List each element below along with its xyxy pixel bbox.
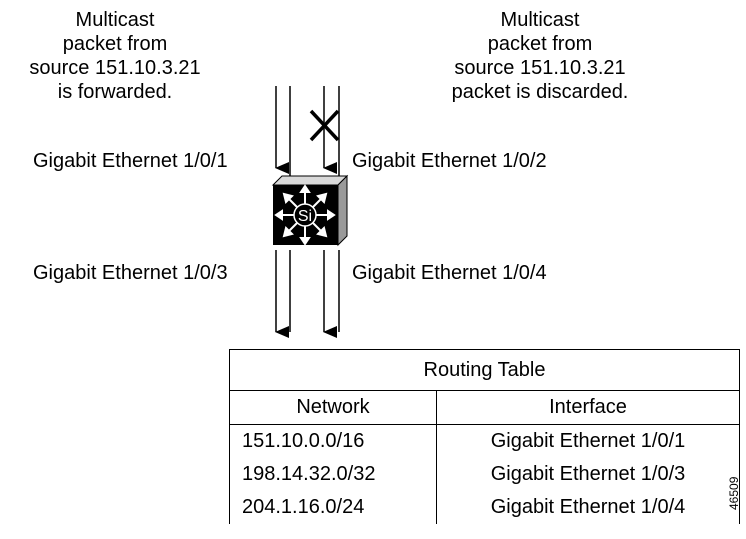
right-caption: Multicast packet from source 151.10.3.21… <box>420 8 660 104</box>
interface-cell: Gigabit Ethernet 1/0/1 <box>436 424 740 458</box>
port-label-1-0-1: Gigabit Ethernet 1/0/1 <box>33 150 228 172</box>
interface-cell: Gigabit Ethernet 1/0/3 <box>436 458 740 491</box>
network-cell: 198.14.32.0/32 <box>229 458 437 491</box>
left-caption-line: packet from <box>62 33 168 55</box>
right-caption-line: Multicast <box>500 9 580 31</box>
routing-table-title: Routing Table <box>229 349 740 391</box>
bottom-channel-lines <box>289 250 340 332</box>
table-row: 204.1.16.0/24 Gigabit Ethernet 1/0/4 <box>229 491 740 524</box>
port-label-1-0-3: Gigabit Ethernet 1/0/3 <box>33 262 228 284</box>
discard-x-icon <box>309 109 340 142</box>
left-caption: Multicast packet from source 151.10.3.21… <box>0 8 230 104</box>
network-cell: 204.1.16.0/24 <box>229 491 437 524</box>
column-header-interface: Interface <box>436 390 740 425</box>
left-caption-line: source 151.10.3.21 <box>29 57 201 79</box>
table-row: 151.10.0.0/16 Gigabit Ethernet 1/0/1 <box>229 424 740 458</box>
network-cell: 151.10.0.0/16 <box>229 424 437 458</box>
top-channel-lines <box>289 86 340 186</box>
port-label-1-0-2: Gigabit Ethernet 1/0/2 <box>352 150 547 172</box>
interface-cell: Gigabit Ethernet 1/0/4 <box>436 491 740 524</box>
table-row: 198.14.32.0/32 Gigabit Ethernet 1/0/3 <box>229 458 740 491</box>
right-caption-line: packet is discarded. <box>451 81 629 103</box>
left-caption-line: Multicast <box>75 9 155 31</box>
column-header-network: Network <box>229 390 437 425</box>
routing-table: Routing Table Network Interface 151.10.0… <box>229 349 740 524</box>
port-label-1-0-4: Gigabit Ethernet 1/0/4 <box>352 262 547 284</box>
right-caption-line: packet from <box>487 33 593 55</box>
switch-label: Si <box>298 208 312 225</box>
switch-icon: Si <box>271 174 349 247</box>
figure-id: 46509 <box>727 476 741 510</box>
left-caption-line: is forwarded. <box>57 81 173 103</box>
right-caption-line: source 151.10.3.21 <box>454 57 626 79</box>
